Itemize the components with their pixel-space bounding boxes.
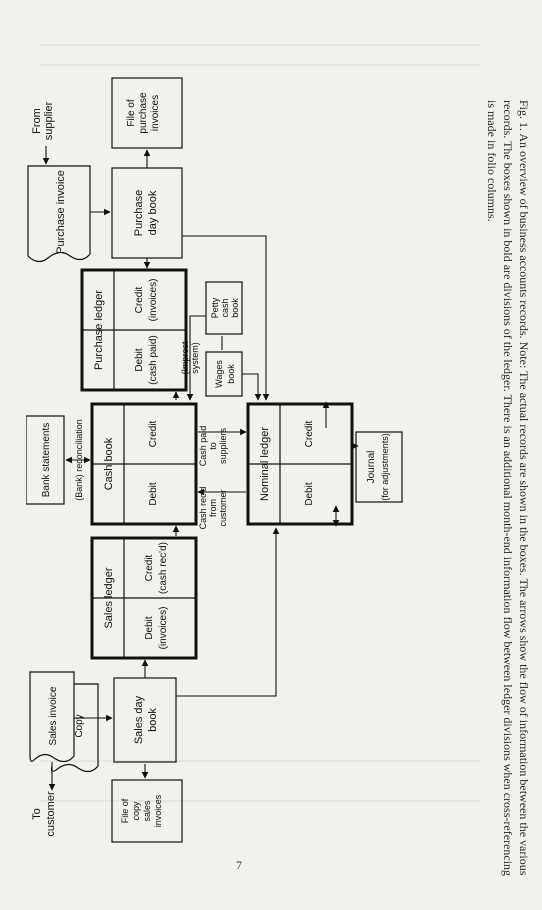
svg-text:Credit: Credit [134,286,145,313]
nominal-ledger-title: Nominal ledger [259,427,271,501]
sales-day-book-box [113,677,177,763]
svg-text:day book: day book [147,190,159,235]
journal-box [355,431,403,503]
file-purchase-invoices-label: File of purchase invoices [126,92,161,134]
purchase-invoice-label: Purchase invoice [55,170,67,254]
petty-cash-book-label: Petty cash book [210,297,240,318]
svg-text:(cash rec'd): (cash rec'd) [158,542,169,594]
bank-statements-label: Bank statements [41,423,52,497]
page-number: 7 [236,858,242,872]
sales-invoice-label: Sales invoice [48,686,59,745]
purchase-ledger-debit: Debit (cash paid) [134,335,159,384]
svg-text:File of: File of [126,99,137,126]
file-copy-sales-invoices-label: File of copy sales invoices [120,794,163,827]
cash-recd-from-customer-label: Cash rec'd from customer [198,487,228,530]
file-purchase-invoices-box [111,77,183,149]
purchase-ledger-credit: Credit (invoices) [134,279,159,322]
svg-text:(for adjustments): (for adjustments) [380,433,390,501]
svg-text:book: book [147,708,159,732]
arrow-daybook-to-nominal [182,235,270,401]
arrow-wages-to-nominal [242,373,262,401]
svg-text:customer: customer [45,791,57,837]
svg-text:Sales day: Sales day [133,695,145,744]
sales-ledger-title: Sales ledger [103,567,115,628]
svg-text:copy: copy [131,801,141,821]
svg-text:To: To [31,808,43,820]
sales-day-book-label: Sales day book [133,695,159,744]
svg-text:suppliers: suppliers [218,427,228,464]
svg-text:system): system) [190,342,200,374]
cash-book-credit: Credit [148,420,159,447]
svg-text:(invoices): (invoices) [158,607,169,650]
purchase-invoice-document [27,165,91,263]
svg-text:Cash rec'd: Cash rec'd [198,487,208,530]
svg-text:Debit: Debit [144,616,155,640]
purchase-ledger-title: Purchase ledger [93,290,105,370]
sales-ledger-debit: Debit (invoices) [144,607,169,650]
svg-text:invoices: invoices [153,794,163,827]
petty-cash-book-box [205,281,243,335]
svg-text:Wages: Wages [214,360,224,388]
file-copy-sales-invoices-box [111,779,183,843]
svg-text:cash: cash [220,298,230,317]
journal-label: Journal (for adjustments) [366,433,390,501]
bleed-through-line [40,800,480,802]
bleed-through-line [40,44,480,46]
wages-book-label: Wages book [214,360,236,388]
svg-text:customer: customer [218,489,228,526]
svg-text:Purchase: Purchase [133,190,145,236]
svg-text:From: From [31,108,43,134]
arrow-petty-to-cash [186,315,206,401]
arrow-sales-daybook-to-nominal [176,527,280,697]
svg-text:(cash paid): (cash paid) [148,335,159,384]
svg-text:purchase: purchase [138,92,149,134]
svg-text:book: book [230,298,240,318]
sales-invoice-document [29,671,75,763]
svg-text:Journal: Journal [366,451,377,484]
nominal-ledger-credit: Credit [304,420,315,447]
figure-caption: Fig. 1. An overview of business accounts… [485,100,531,877]
svg-text:book: book [226,364,236,384]
cash-book-debit: Debit [148,482,159,506]
cash-paid-to-suppliers-label: Cash paid to suppliers [198,426,228,467]
svg-text:(Imprest: (Imprest [180,341,190,375]
accounts-flow-diagram: From supplier File of purchase invoices … [26,77,403,843]
svg-text:Cash paid: Cash paid [198,426,208,467]
cash-book-title: Cash book [103,437,115,490]
svg-text:to: to [208,442,218,450]
svg-text:sales: sales [142,800,152,822]
bank-statements-box [26,415,65,505]
to-customer-label: To customer [31,791,57,837]
svg-text:invoices: invoices [150,95,161,131]
from-supplier-label: From supplier [31,101,55,140]
svg-text:Petty: Petty [210,297,220,318]
purchase-day-book-label: Purchase day book [133,190,159,236]
sales-ledger-credit: Credit (cash rec'd) [144,542,169,594]
svg-text:(invoices): (invoices) [148,279,159,322]
svg-text:supplier: supplier [43,101,55,140]
svg-text:from: from [208,499,218,517]
copy-label: Copy [74,714,85,737]
bleed-through-line [40,64,480,66]
flow-arrows [42,146,359,791]
svg-text:File of: File of [120,798,130,823]
imprest-system-label: (Imprest system) [180,341,200,375]
svg-text:Debit: Debit [134,348,145,372]
bleed-through-line [40,760,480,762]
svg-text:Credit: Credit [144,554,155,581]
wages-book-box [205,351,243,397]
nominal-ledger-debit: Debit [304,482,315,506]
